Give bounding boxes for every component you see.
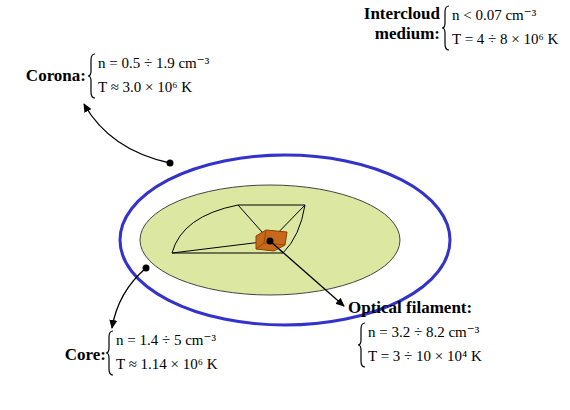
density-value: n = 0.5 ÷ 1.9 cm⁻³ — [98, 54, 209, 72]
leader-arrows — [84, 104, 344, 328]
curly-brace — [358, 323, 365, 367]
curly-brace — [106, 331, 113, 375]
curly-brace — [442, 6, 449, 50]
region-heading: Intercloud medium: — [364, 4, 440, 44]
temperature-value: T = 4 ÷ 8 × 10⁶ K — [452, 30, 558, 48]
temperature-value: T ≈ 1.14 × 10⁶ K — [116, 355, 218, 373]
curly-braces — [88, 6, 449, 375]
temperature-value: T ≈ 3.0 × 10⁶ K — [98, 78, 192, 96]
core-ellipse — [140, 185, 400, 295]
temperature-value: T = 3 ÷ 10 × 10⁴ K — [368, 347, 482, 365]
optical-filament — [256, 230, 287, 251]
region-heading: Optical filament: — [348, 298, 472, 318]
density-value: n = 1.4 ÷ 5 cm⁻³ — [116, 331, 216, 349]
region-heading: Core: — [65, 345, 106, 365]
density-value: n = 3.2 ÷ 8.2 cm⁻³ — [368, 323, 479, 341]
density-value: n < 0.07 cm⁻³ — [452, 6, 536, 24]
leader-dots — [143, 160, 274, 272]
wedge-cutaway — [172, 205, 305, 253]
curly-brace — [88, 54, 95, 98]
region-heading: Corona: — [26, 66, 86, 86]
